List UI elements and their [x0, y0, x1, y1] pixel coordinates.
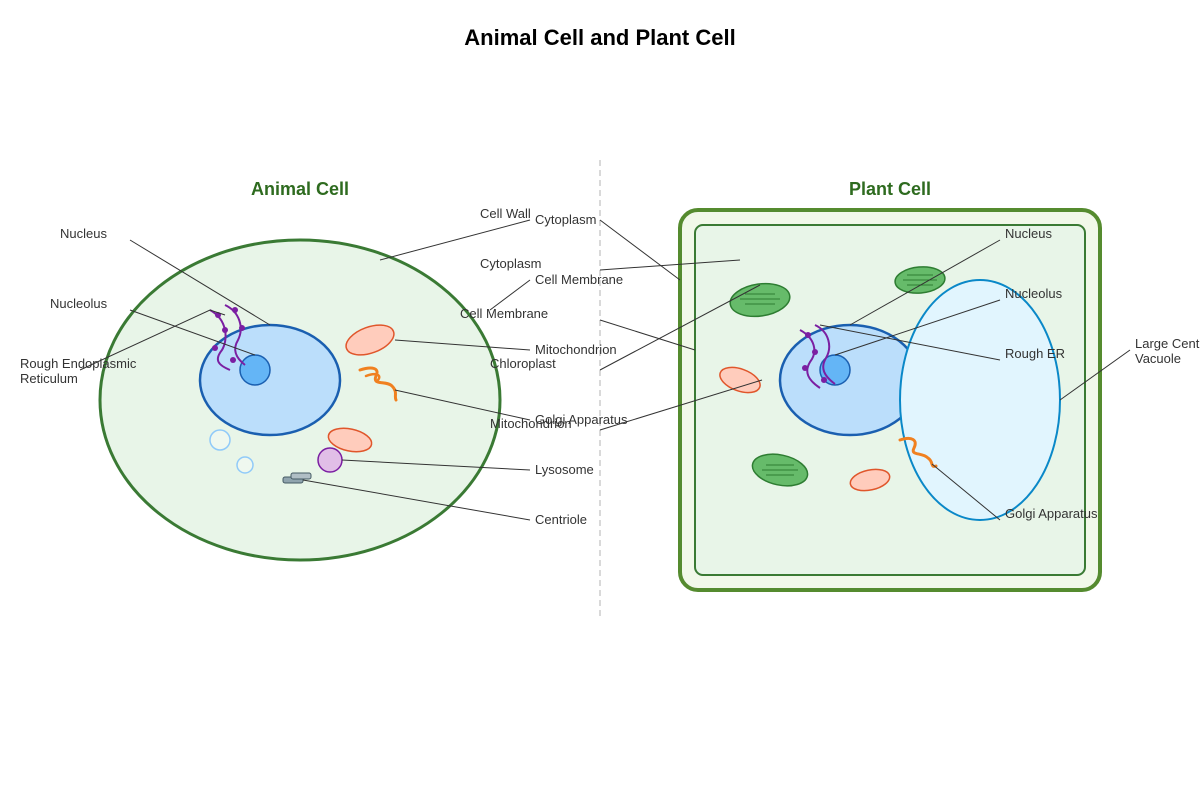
- plant-rough-er: [799, 324, 836, 389]
- animal-mitochondrion-2: [327, 427, 373, 453]
- label-animal-mitochondrion: Mitochondrion: [490, 416, 572, 431]
- label-animal-cell-wall: Cell Wall: [480, 206, 531, 221]
- plant-chloroplast-3: [751, 453, 809, 487]
- diagram-title: Animal Cell and Plant Cell: [464, 25, 735, 50]
- label-animal-centriole: Centriole: [535, 512, 587, 527]
- label-plant-rough-er: Rough ER: [1005, 346, 1065, 361]
- animal-golgi-apparatus: [358, 366, 398, 402]
- plant-cell-heading: Plant Cell: [849, 179, 931, 199]
- animal-cell-heading: Animal Cell: [251, 179, 349, 199]
- label-animal-rough-er-line1: Rough Endoplasmic: [20, 356, 137, 371]
- label-plant-vacuole-line1: Large Central: [1135, 336, 1200, 351]
- plant-mitochondrion-2: [849, 468, 891, 492]
- label-animal-chloroplast: Chloroplast: [490, 356, 556, 371]
- label-animal-cytoplasm: Cytoplasm: [480, 256, 541, 271]
- label-plant-vacuole-line2: Vacuole: [1135, 351, 1181, 366]
- animal-nucleus: [198, 323, 342, 437]
- label-animal-lysosome: Lysosome: [535, 462, 594, 477]
- label-plant-cell-membrane: Cell Membrane: [535, 272, 623, 287]
- plant-chloroplast-2: [894, 266, 946, 294]
- label-plant-golgi-right: Golgi Apparatus: [1005, 506, 1098, 521]
- animal-vesicle-2: [236, 456, 254, 474]
- label-plant-cytoplasm: Cytoplasm: [535, 212, 596, 227]
- label-plant-nucleus: Nucleus: [1005, 226, 1052, 241]
- label-plant-mitochondrion: Mitochondrion: [535, 342, 617, 357]
- plant-large-central-vacuole: [899, 279, 1061, 521]
- label-plant-golgi-left: Golgi Apparatus: [535, 412, 628, 427]
- animal-centriole-b: [290, 472, 312, 480]
- animal-cell: Animal Cell: [20, 179, 594, 562]
- label-plant-nucleolus: Nucleolus: [1005, 286, 1063, 301]
- animal-mitochondrion-1: [345, 324, 395, 356]
- plant-chloroplast-1: [729, 282, 791, 318]
- animal-lysosome: [317, 447, 343, 473]
- label-animal-cell-membrane: Cell Membrane: [460, 306, 548, 321]
- animal-vesicle-1: [209, 429, 231, 451]
- label-animal-nucleus: Nucleus: [60, 226, 107, 241]
- label-animal-nucleolus: Nucleolus: [50, 296, 108, 311]
- plant-cell: Plant Cell: [535, 179, 1200, 592]
- plant-mitochondrion-1: [719, 366, 761, 394]
- label-animal-rough-er-line2: Reticulum: [20, 371, 78, 386]
- plant-nucleus: [778, 323, 922, 437]
- animal-nucleolus: [239, 354, 271, 386]
- animal-rough-er: [209, 304, 246, 371]
